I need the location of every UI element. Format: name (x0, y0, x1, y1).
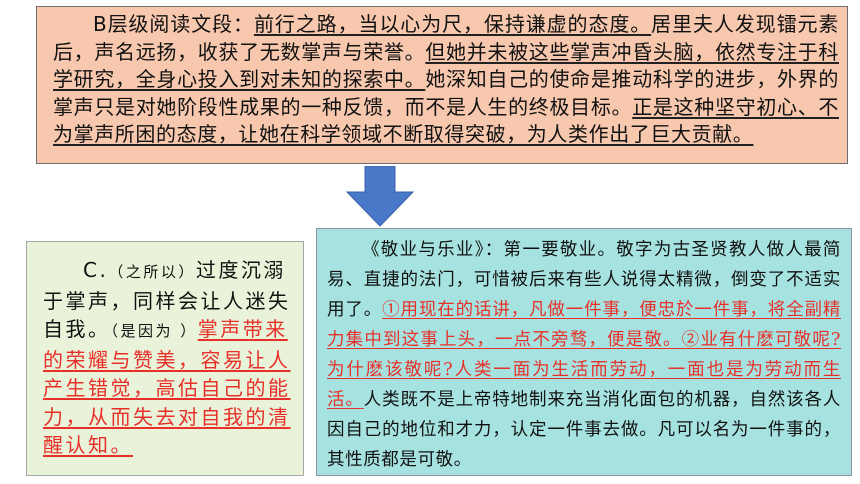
passage-intro: 《敬业与乐业》：第一要敬业。敬字为古圣贤教人做人最简易、直捷的法门，可惜被后来有… (327, 240, 841, 320)
example-sentence: 居里夫人发现镭元素后，声名远扬，收获了无数掌声与荣誉。 (53, 12, 839, 64)
highlighted-sentences: ①用现在的话讲，凡做一件事，便忠於一件事，将全副精力集中到这事上头，一点不旁骛，… (327, 300, 841, 410)
prompt-reason-1: （之所以） (108, 263, 196, 281)
jingye-yu-leye-passage: 《敬业与乐业》：第一要敬业。敬字为古圣贤教人做人最简易、直捷的法门，可惜被后来有… (316, 228, 852, 476)
option-c-box: C.（之所以）过度沉溺于掌声，同样会让人迷失自我。（是因为 ）掌声带来的荣耀与赞… (26, 241, 304, 476)
down-arrow-icon (345, 166, 415, 227)
underlined-sentence: 但她并未被这些掌声冲昏头脑，依然专注于科学研究，全身心投入到对未知的探索中。 (53, 39, 839, 92)
prompt-reason-2: （是因为 ） (110, 322, 198, 340)
explanation-sentence: 她深知自己的使命是推动科学的进步，外界的掌声只是对她阶段性成果的一种反馈，而不是… (53, 67, 839, 119)
option-c-answer: 掌声带来的荣耀与赞美，容易让人产生错觉，高估自己的能力，从而失去对自我的清醒认知… (43, 317, 291, 457)
thesis-sentence: 前行之路，当以心为尺，保持谦虚的态度。 (253, 12, 652, 36)
passage-conclusion: 人类既不是上帝特地制来充当消化面包的机器，自然该各人因自己的地位和才力，认定一件… (327, 390, 841, 470)
conclusion-sentence: 正是这种坚守初心、不为掌声所困的态度，让她在科学领域不断取得突破，为人类作出了巨… (53, 94, 839, 147)
b-level-reading-passage: B层级阅读文段：前行之路，当以心为尺，保持谦虚的态度。居里夫人发现镭元素后，声名… (36, 6, 848, 164)
option-c-claim: 过度沉溺于掌声，同样会让人迷失自我。 (43, 258, 291, 341)
passage-label: B层级阅读文段： (93, 12, 254, 36)
option-letter: C. (83, 258, 109, 282)
